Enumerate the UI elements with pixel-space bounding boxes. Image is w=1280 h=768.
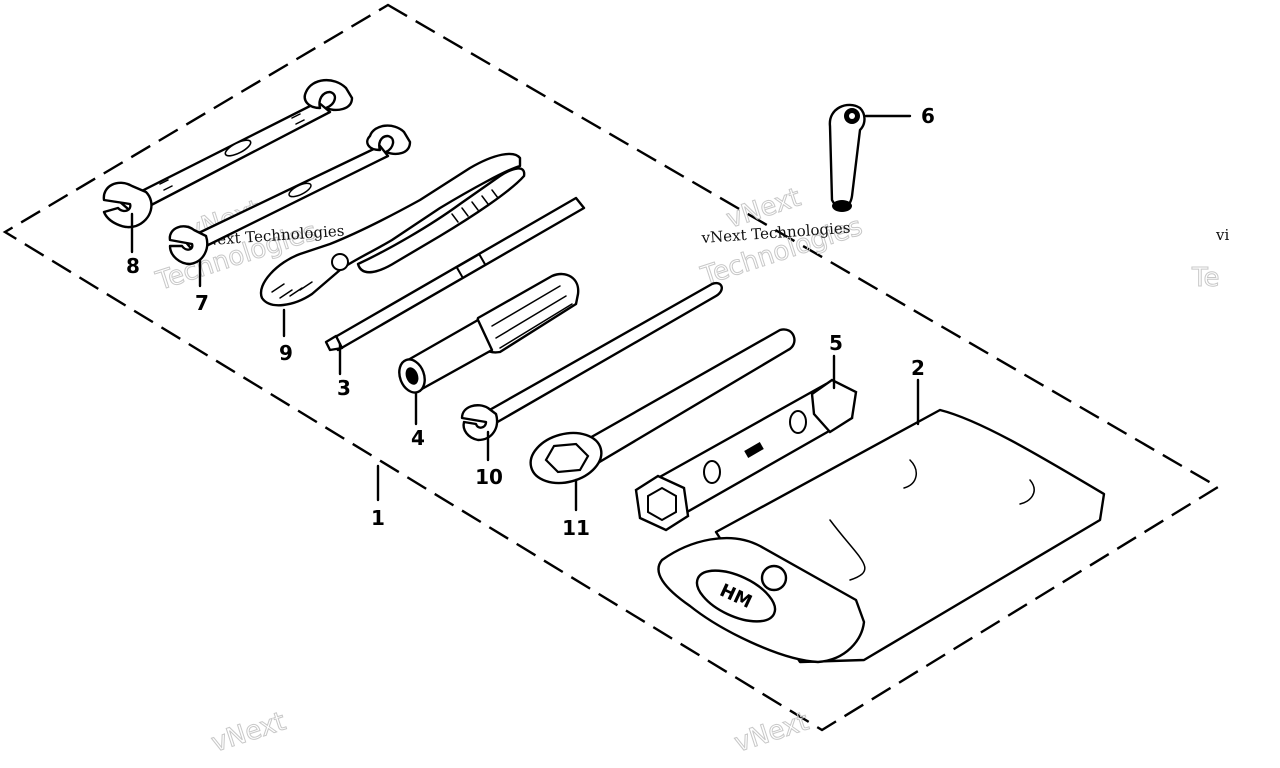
screwdriver-shaft: [324, 196, 586, 352]
callout-9: 9: [279, 341, 293, 365]
callout-2: 2: [911, 356, 925, 380]
open-end-wrench-large: [102, 79, 354, 229]
callout-4: 4: [411, 426, 425, 450]
callouts: 1 2 3 4 5 6 7 8 9 10 11: [126, 104, 935, 540]
pliers: [259, 152, 526, 307]
callout-5: 5: [829, 331, 843, 355]
spark-plug-handle: [828, 103, 866, 212]
open-end-wrench-small: [168, 124, 412, 266]
callout-10: 10: [475, 465, 503, 489]
ring-spanner: [529, 328, 796, 485]
tool-kit-outline: [2, 3, 1221, 732]
watermark-edge-1: vi: [1215, 226, 1229, 244]
callout-1: 1: [371, 506, 385, 530]
callout-7: 7: [195, 291, 209, 315]
callout-11: 11: [562, 516, 590, 540]
callout-3: 3: [337, 376, 351, 400]
watermark-bottom-center: vNext: [731, 707, 813, 759]
watermark-edge-2: Te: [1191, 263, 1219, 293]
leader-lines: [130, 114, 920, 512]
screwdriver-handle: [398, 272, 580, 394]
tool-pouch: HM: [657, 408, 1106, 664]
watermark-bottom-left: vNext: [208, 707, 290, 759]
tube-socket-wrench: [634, 378, 858, 532]
callout-6: 6: [921, 104, 935, 128]
callout-8: 8: [126, 254, 140, 278]
